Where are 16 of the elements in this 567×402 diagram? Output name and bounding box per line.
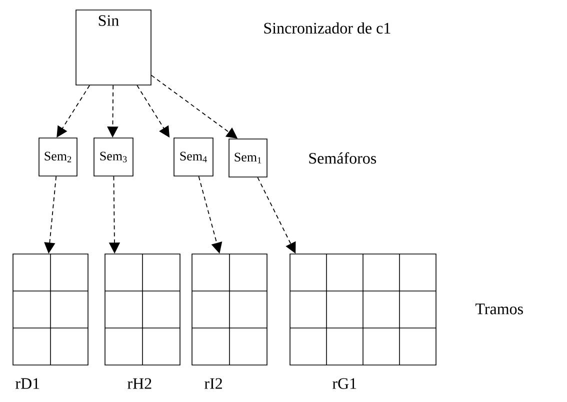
track-label: rI2 <box>204 378 222 389</box>
track-grid <box>12 254 88 366</box>
semaphore-box: Sem$_{2}$ <box>38 138 78 176</box>
semaphore-box: Sem$_{4}$ <box>174 138 214 176</box>
sync-box: Sin <box>76 10 152 86</box>
track-grid <box>104 254 180 366</box>
track-label: rG1 <box>332 378 356 389</box>
track-label: rH2 <box>128 378 152 389</box>
caption-text: Semáforos <box>309 152 376 164</box>
semaphore-box: Sem$_{3}$ <box>94 138 134 176</box>
track-label: rD1 <box>16 378 40 389</box>
track-grid <box>192 254 268 366</box>
caption-text: Tramos <box>476 304 523 314</box>
semaphore-box: Sem$_{1}$ <box>228 138 268 178</box>
track-grid <box>290 254 436 366</box>
caption-text: Sincronizador de c1 <box>264 22 390 34</box>
